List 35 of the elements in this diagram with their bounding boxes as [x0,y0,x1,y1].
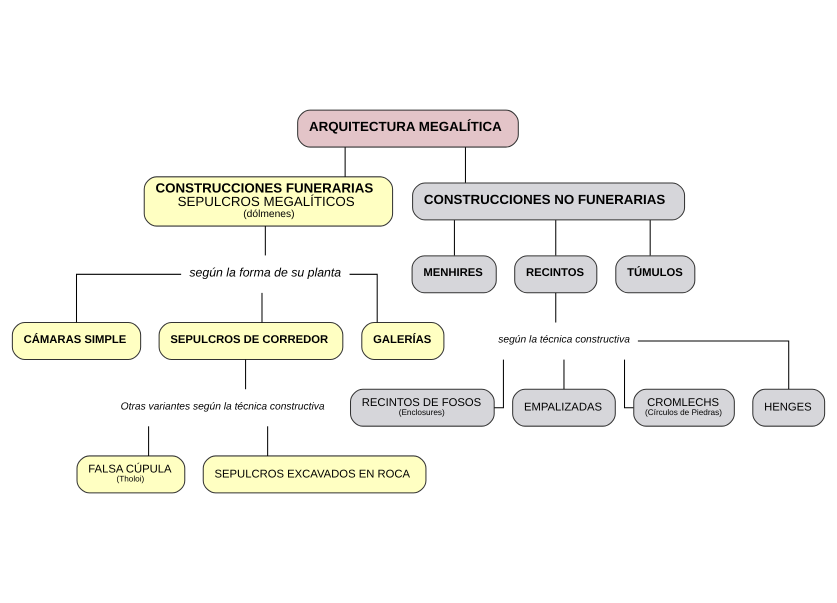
node-box: SEPULCROS DE CORREDOR [158,322,344,360]
connector [350,274,378,322]
connector [555,220,556,256]
node-box: RECINTOS DE FOSOS (Enclosures) [350,388,495,427]
node-box: CÁMARAS SIMPLE [12,322,142,360]
node-text: según la forma de su planta [189,265,342,280]
connector [261,292,262,323]
connector [76,274,182,322]
node-box: HENGES [752,388,826,427]
node-box: RECINTOS [514,255,598,294]
node-text: según la técnica constructiva [498,334,630,346]
node-box: GALERÍAS [361,322,444,360]
connector [264,226,266,256]
node-box: CONSTRUCCIONES NO FUNERARIAS [412,182,686,220]
connector [245,360,246,390]
node-box: SEPULCROS EXCAVADOS EN ROCA [202,455,426,494]
connector [563,360,564,390]
connector [650,220,651,256]
connector [267,426,268,456]
node-box: ARQUITECTURA MEGALÍTICA [297,110,519,148]
connector [624,360,634,408]
connector [555,292,556,323]
node-text: Otras variantes según la técnica constructiva [120,401,325,412]
node-box: CROMLECHS (Círculos de Piedras) [633,388,735,427]
connector [344,147,346,177]
node-box: EMPALIZADAS [512,388,616,427]
connector [148,426,150,456]
connector [454,220,455,256]
connector [464,147,466,182]
node-box: MENHIRES [412,255,497,294]
node-box: TÚMULOS [615,255,696,294]
connector [638,340,790,390]
connector [494,360,504,408]
node-box: FALSA CÚPULA (Tholoi) [76,455,186,494]
node-box: CONSTRUCCIONES FUNERARIAS SEPULCROS MEGALÍTICOS (dólmenes) [144,176,394,227]
